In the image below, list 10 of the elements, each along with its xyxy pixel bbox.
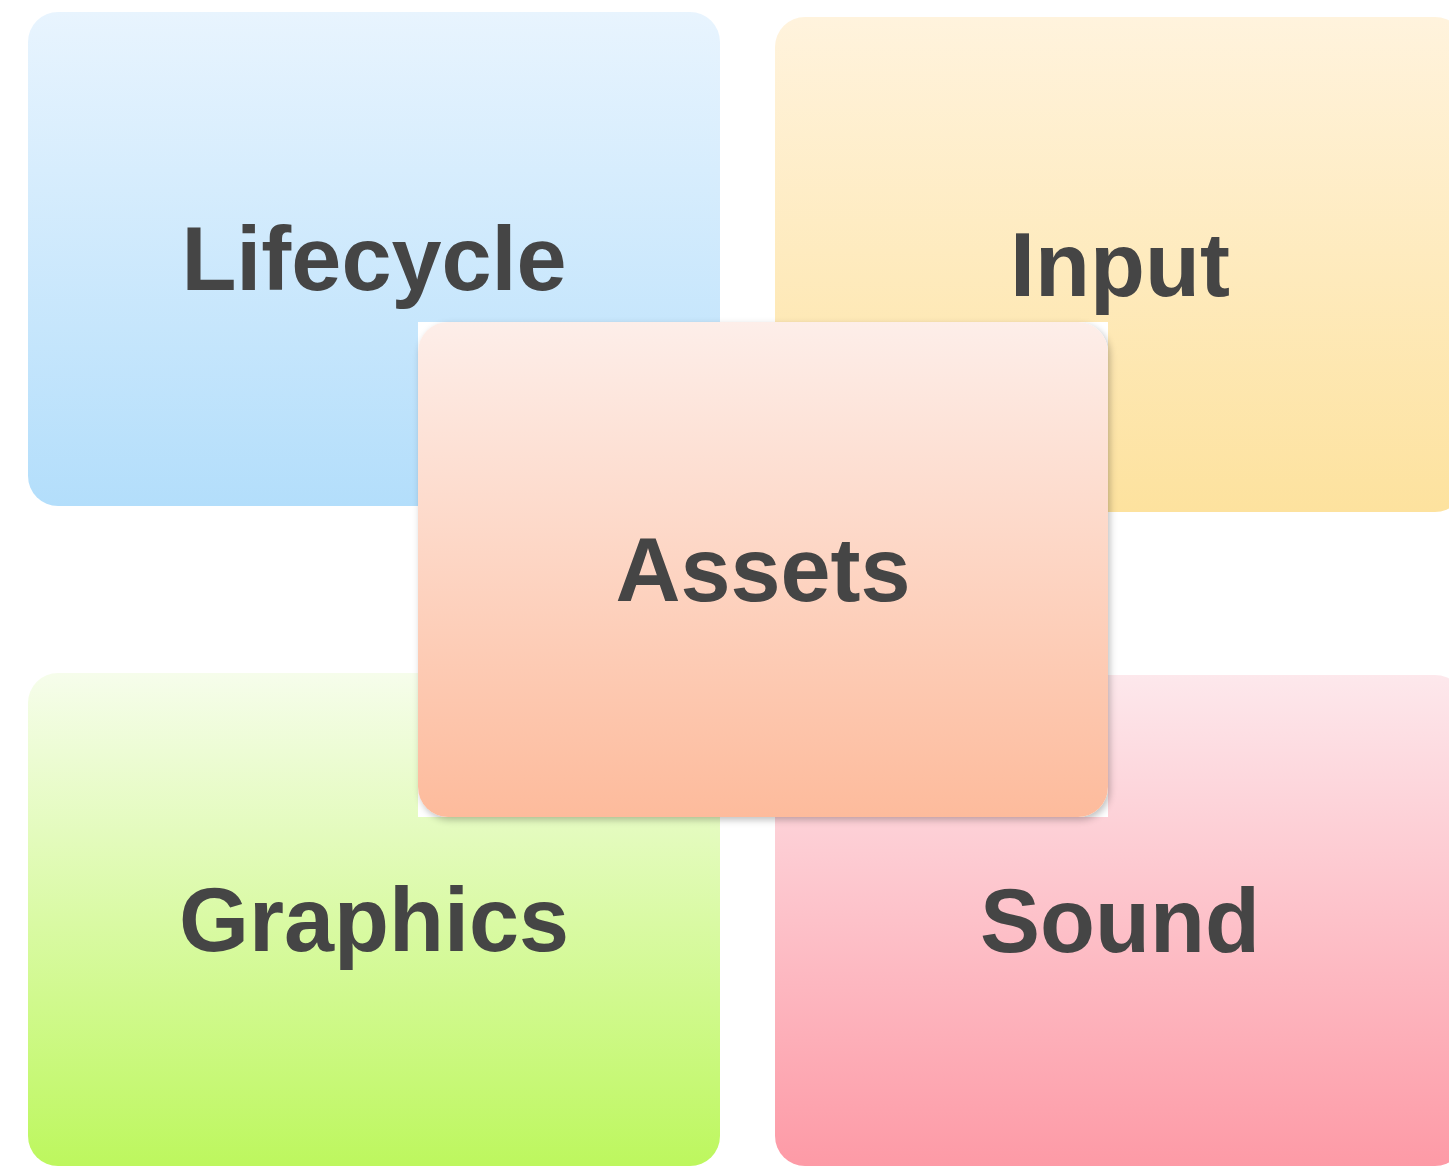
rounded-box	[28, 817, 720, 1166]
rounded-box	[775, 817, 1449, 1166]
rounded-box	[418, 322, 1108, 817]
rounded-box	[775, 17, 1449, 322]
box-label: Sound	[980, 871, 1260, 970]
rounded-box	[28, 12, 720, 322]
box-label: Input	[1010, 215, 1230, 314]
box-label: Lifecycle	[181, 209, 567, 309]
box-label: Assets	[615, 520, 911, 619]
box-label: Graphics	[178, 870, 570, 969]
